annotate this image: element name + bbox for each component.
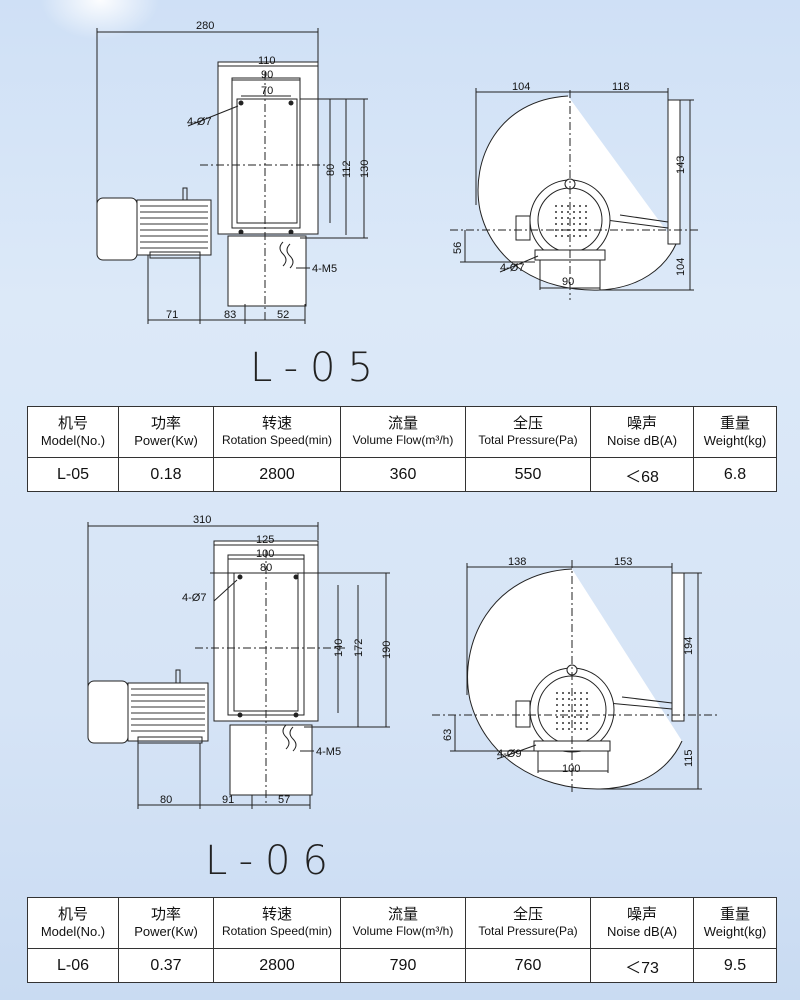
l06-dim-flange-outer: 125 [256,534,274,546]
model-label-l05: L-05 [250,345,385,391]
l06-side-height-bottom: 115 [683,749,695,767]
cell-speed: 2800 [213,948,341,983]
l06-dim-h2: 172 [353,639,365,657]
l05-dim-flange-inner: 70 [261,85,273,97]
l06-dim-base-a: 80 [160,794,172,806]
cell-pressure: 760 [465,948,591,983]
cell-weight: 9.5 [693,948,777,983]
drawing-l06-svg: 310 125 100 80 4-Ø7 140 172 190 4-M5 80 … [87,514,720,809]
table-row: L-05 0.18 2800 360 550 ＜68 6.8 [27,457,777,492]
l05-dim-overall: 280 [196,20,214,32]
l06-dim-overall: 310 [193,514,211,526]
l05-dim-holes: 4-Ø7 [187,116,211,128]
cell-model: L-06 [27,948,119,983]
l06-side-axis-h: 63 [442,729,454,741]
l05-dim-flange-outer: 110 [258,55,276,67]
l05-dim-h1: 80 [325,164,337,176]
l05-side-height-bottom: 104 [675,258,687,276]
l06-dim-h1: 140 [333,639,345,657]
table-row: L-06 0.37 2800 790 760 ＜73 9.5 [27,948,777,983]
l05-dim-bolts: 4-M5 [312,263,337,275]
cell-power: 0.18 [118,457,214,492]
l05-side-height-top: 143 [675,156,687,174]
l05-side-base-w: 90 [562,276,574,288]
l05-side-axis-h: 56 [452,242,464,254]
l06-dim-base-b: 91 [222,794,234,806]
cell-weight: 6.8 [693,457,777,492]
l05-side-right: 118 [612,81,630,93]
drawing-l05: 280 110 90 70 4-Ø7 80 112 130 4-M5 71 83… [0,0,800,340]
l06-dim-h3: 190 [381,641,393,659]
drawing-l05-svg: 280 110 90 70 4-Ø7 80 112 130 4-M5 71 83… [96,20,700,324]
l06-side-holes: 4-Ø9 [497,748,521,760]
cell-noise: ＜68 [590,457,694,492]
model-label-l06: L-06 [205,838,340,884]
l05-dim-base-b: 83 [224,309,236,321]
l05-dim-h2: 112 [341,160,353,178]
l06-dim-holes: 4-Ø7 [182,592,206,604]
l06-dim-bolts: 4-M5 [316,746,341,758]
cell-noise: ＜73 [590,948,694,983]
l06-side-left: 138 [508,556,526,568]
l05-dim-flange-mid: 90 [261,69,273,81]
l06-dim-flange-mid: 100 [256,548,274,560]
l06-dim-flange-inner: 80 [260,562,272,574]
l05-side-holes: 4-Ø7 [500,262,524,274]
l06-side-base-w: 100 [562,763,580,775]
l05-dim-base-a: 71 [166,309,178,321]
cell-model: L-05 [27,457,119,492]
cell-pressure: 550 [465,457,591,492]
l06-side-right: 153 [614,556,632,568]
cell-speed: 2800 [213,457,341,492]
cell-flow: 360 [340,457,466,492]
l05-dim-h3: 130 [359,160,371,178]
cell-power: 0.37 [118,948,214,983]
l06-side-height-top: 194 [683,637,695,655]
l06-dim-base-c: 57 [278,794,290,806]
l05-dim-base-c: 52 [277,309,289,321]
drawing-l06: 310 125 100 80 4-Ø7 140 172 190 4-M5 80 … [0,505,800,825]
l05-side-left: 104 [512,81,530,93]
cell-flow: 790 [340,948,466,983]
